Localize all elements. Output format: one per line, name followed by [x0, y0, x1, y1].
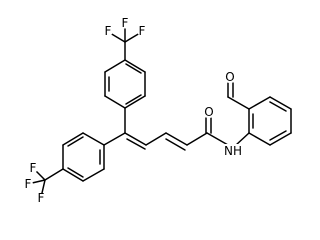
bond-cf3-top-f1 — [109, 32, 126, 43]
bond-c5-c4 — [124, 132, 147, 146]
label-bg — [23, 179, 33, 189]
atom-f-top-3: F — [139, 24, 146, 38]
bond-ring3 — [248, 96, 271, 110]
bond-c1-n — [206, 132, 229, 146]
bond-ring2-inner — [67, 167, 84, 178]
bond-ring1 — [104, 95, 126, 109]
label-bg — [28, 163, 38, 173]
bond-ring2 — [62, 132, 84, 146]
bond-ring3 — [269, 96, 292, 110]
atom-nh: NH — [224, 144, 242, 158]
bond-ring3-cho — [227, 96, 250, 110]
bond-ring1 — [124, 95, 146, 109]
atom-o-amide: O — [204, 105, 213, 119]
bond-ring2 — [82, 168, 105, 182]
label-bg — [224, 71, 236, 83]
bond-ring2 — [82, 132, 105, 146]
bond-ring2 — [62, 168, 84, 182]
bond-cf3-top-f3 — [124, 32, 141, 43]
chemical-structure: F F F F F F O O NH — [23, 16, 292, 205]
bond-ring1-inner — [125, 94, 142, 105]
bonds — [31, 28, 292, 194]
bond-ring3 — [248, 132, 271, 146]
label-bg — [103, 26, 113, 36]
bond-cf3-bot-f2 — [31, 179, 46, 184]
bond-ring3 — [269, 132, 292, 146]
atom-o-aldehyde: O — [225, 70, 234, 84]
label-bg — [36, 193, 46, 203]
bond-c5-ring2 — [103, 132, 126, 146]
bond-ring3-inner — [269, 101, 287, 112]
label-bg — [203, 106, 215, 118]
atom-f-bot-1: F — [30, 161, 37, 175]
bond-cf3-bot-f1 — [35, 170, 46, 181]
bond-c2-c1 — [186, 132, 208, 146]
bond-c3-c2 — [165, 132, 188, 146]
label-bg — [222, 144, 242, 158]
atom-labels: F F F F F F O O NH — [23, 16, 242, 205]
bond-cf3-bot-f3 — [41, 179, 46, 194]
bond-n-ring3 — [235, 132, 250, 146]
atom-f-top-1: F — [105, 24, 112, 38]
bond-ring1 — [104, 59, 126, 73]
bond-ring2-inner — [67, 136, 84, 147]
label-bg — [120, 18, 130, 28]
atom-f-top-2: F — [122, 16, 129, 30]
bond-c3-c2-double — [165, 138, 186, 151]
atom-f-bot-2: F — [25, 177, 32, 191]
atom-f-bot-3: F — [38, 191, 45, 205]
bond-ring1-inner — [125, 63, 142, 74]
bond-c4-c3 — [145, 132, 167, 146]
bond-cf3-bot-ring — [44, 168, 64, 181]
bond-ring1 — [124, 59, 146, 73]
bond-ring3-inner — [269, 130, 287, 141]
bond-c5-c4-double — [126, 138, 146, 150]
label-bg — [137, 26, 147, 36]
